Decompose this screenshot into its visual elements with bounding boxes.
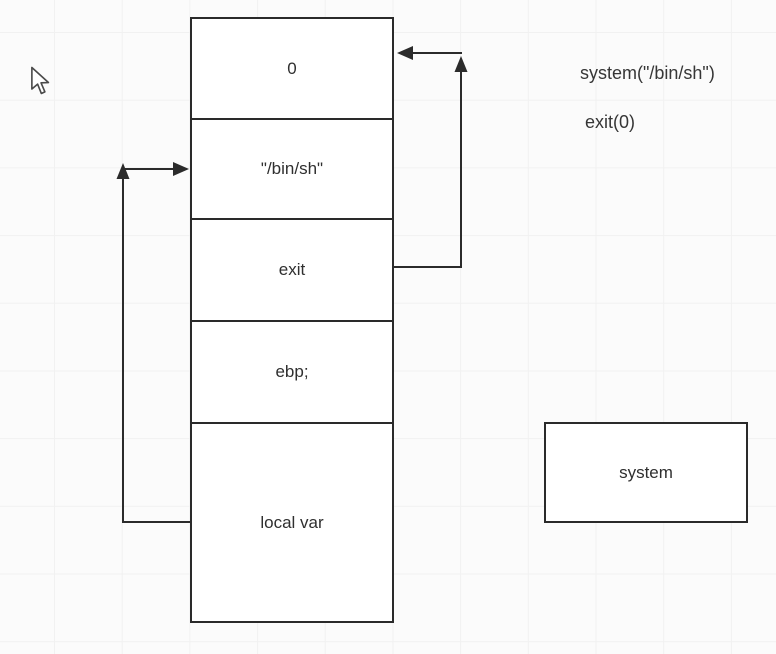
stack-cell-ebp-label: ebp; <box>275 362 309 381</box>
right-connector-arrow[interactable] <box>394 46 468 268</box>
mouse-pointer-icon <box>31 66 50 95</box>
stack-cell-ebp[interactable]: ebp; <box>192 320 392 422</box>
system-box[interactable]: system <box>544 422 748 523</box>
arrowhead-right-into-binsh <box>173 162 189 176</box>
stack-cell-binsh[interactable]: "/bin/sh" <box>192 118 392 218</box>
system-box-label: system <box>619 462 673 482</box>
annotation-exit0[interactable]: exit(0) <box>585 112 636 132</box>
stack-cell-localvar-label: local var <box>260 512 324 532</box>
arrowhead-left-into-zero <box>397 46 413 60</box>
arrowhead-up-left <box>116 163 130 179</box>
stack-cell-exit[interactable]: exit <box>192 218 392 320</box>
stack-cell-binsh-label: "/bin/sh" <box>260 159 324 178</box>
arrowhead-up-right <box>454 56 468 72</box>
stack-box[interactable]: 0 "/bin/sh" exit ebp; local var <box>190 17 394 623</box>
stack-cell-localvar[interactable]: local var <box>192 422 392 621</box>
annotation-system-binsh[interactable]: system("/bin/sh") <box>580 63 715 83</box>
stack-cell-exit-label: exit <box>278 260 306 279</box>
stack-cell-zero-label: 0 <box>287 58 297 78</box>
stack-cell-zero[interactable]: 0 <box>192 19 392 118</box>
left-connector-arrow[interactable] <box>116 162 191 523</box>
